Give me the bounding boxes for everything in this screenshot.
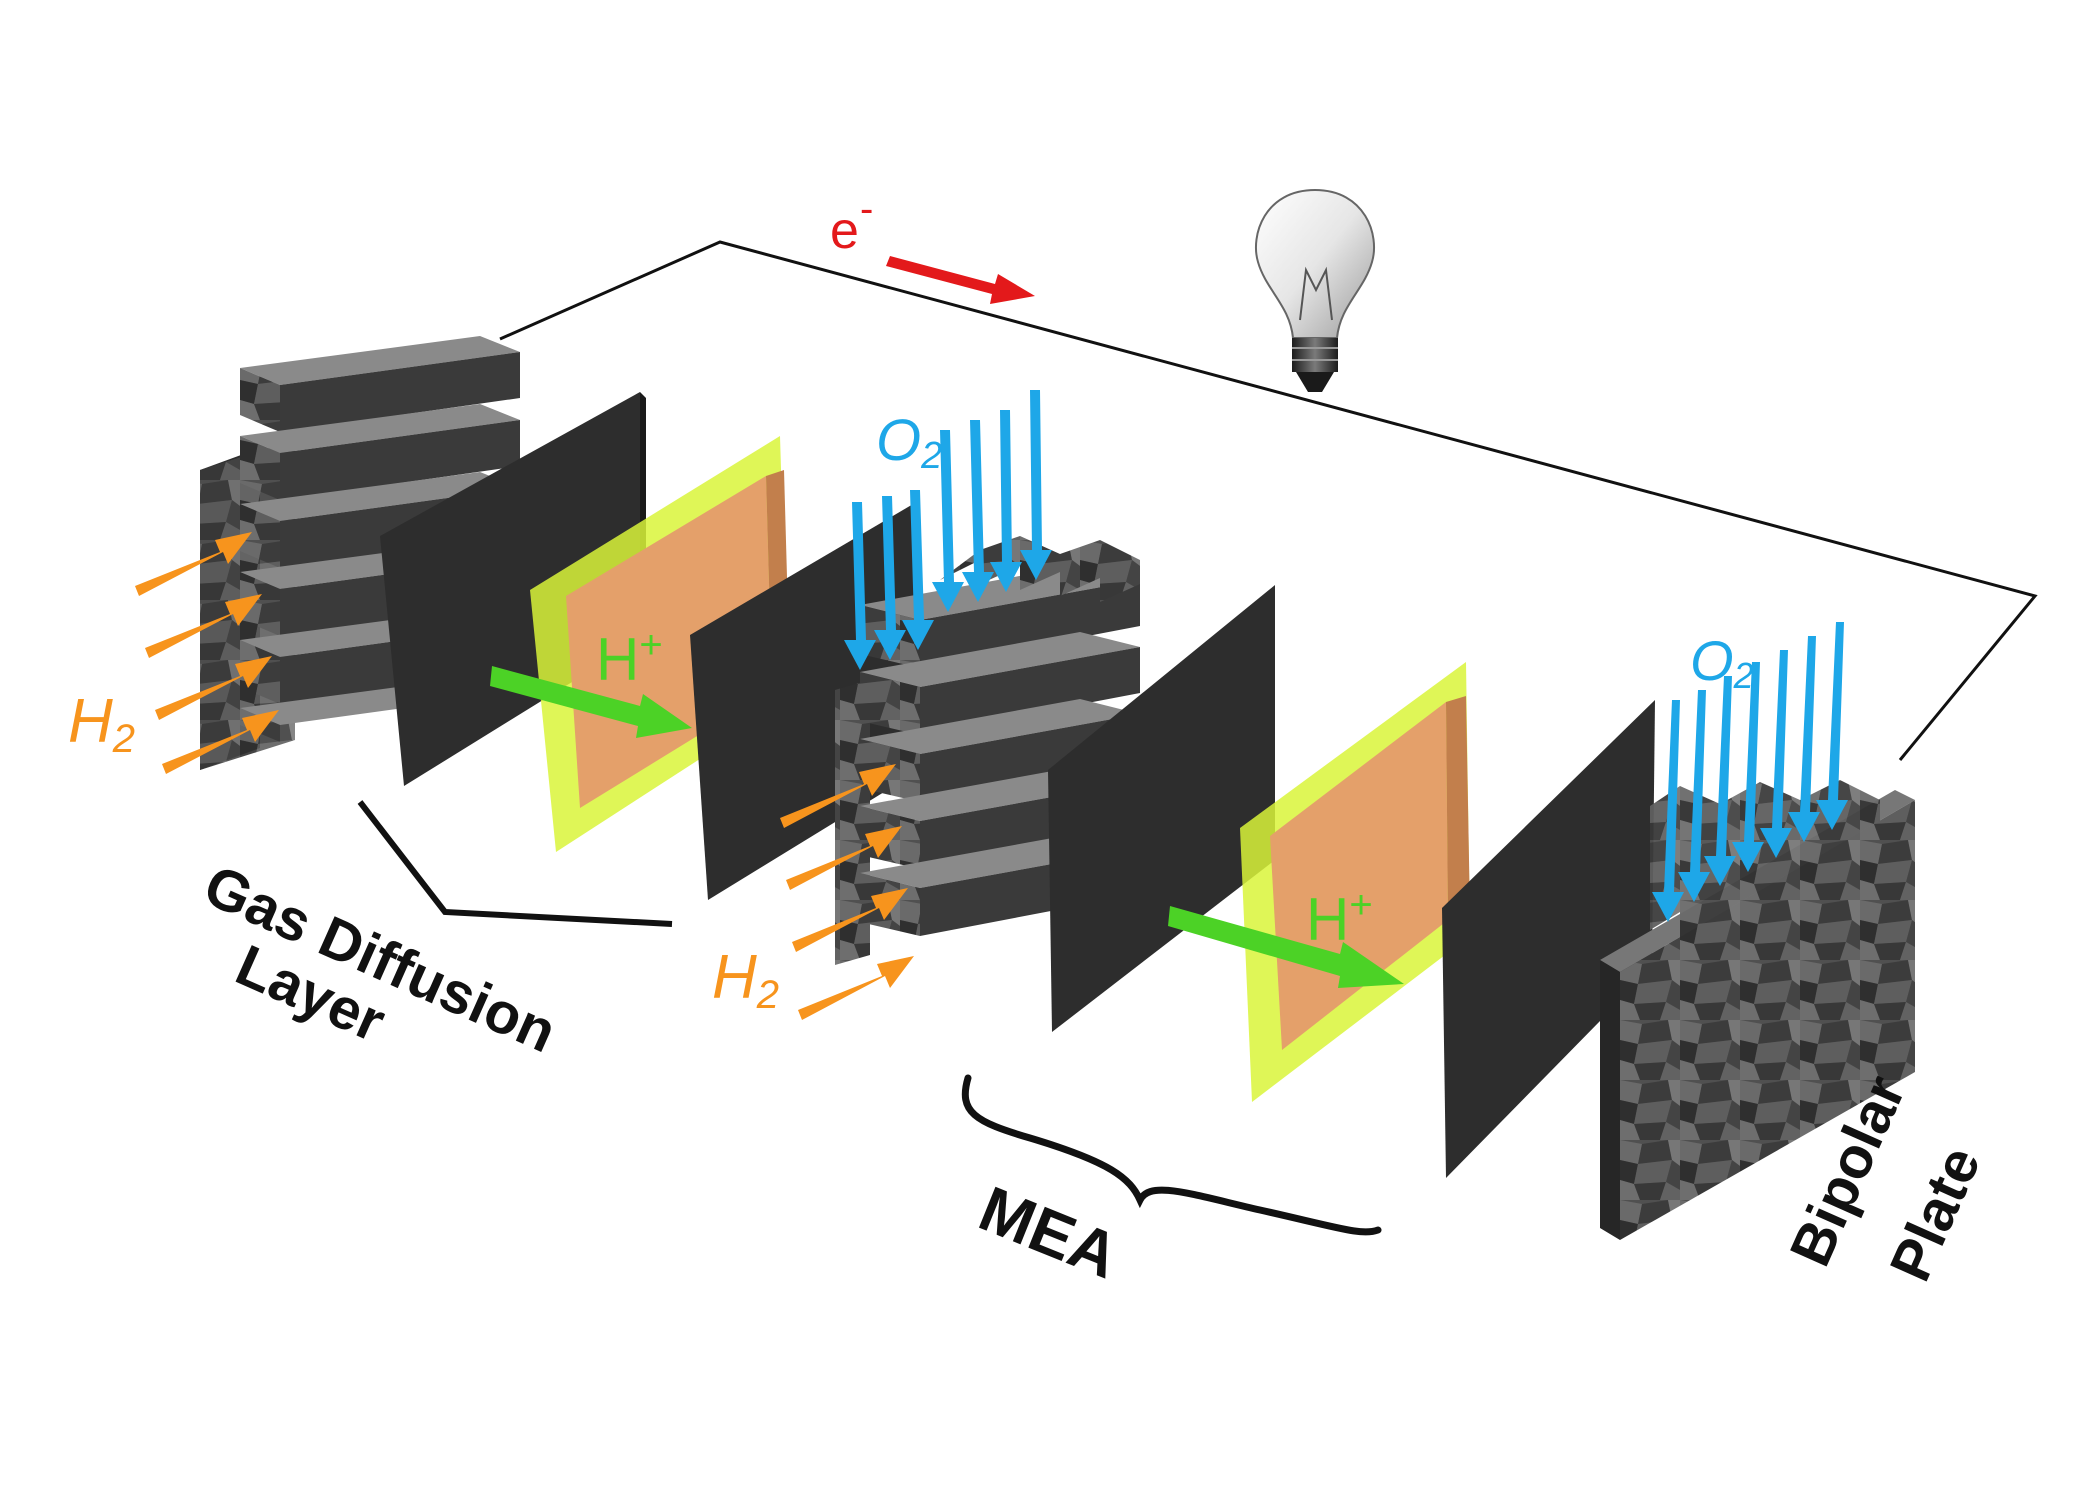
o2-arrow-icon (874, 496, 906, 660)
mea-label: MEA (970, 1172, 1129, 1292)
o2-arrow-icon (1788, 636, 1820, 842)
proton-arrow-icon (1168, 906, 1404, 988)
proton-label-2: H+ (1306, 883, 1373, 953)
proton-flow-2: H+ (1168, 883, 1404, 988)
o2-label-right: O2 (1690, 629, 1754, 696)
circuit-wire (499, 240, 2038, 761)
h2-arrow-icon (786, 826, 902, 890)
o2-arrow-icon (1760, 650, 1792, 858)
gas-diffusion-layer-1 (380, 392, 640, 786)
h2-label-middle: H2 (712, 943, 779, 1017)
channel-ribs-left (240, 336, 520, 742)
o2-arrow-icon (1816, 622, 1848, 830)
electron-label: e (830, 202, 859, 260)
gas-diffusion-layer-3 (1048, 585, 1275, 1032)
electron-flow: e - (830, 187, 1035, 304)
o2-arrow-icon (1020, 390, 1052, 580)
electron-charge: - (860, 187, 873, 231)
h2-arrow-icon (145, 594, 262, 658)
gas-diffusion-layer-label: Gas Diffusion Layer (195, 852, 566, 1065)
o2-arrow-icon (932, 430, 964, 612)
h2-arrow-icon (780, 764, 896, 828)
o2-arrow-icon (990, 410, 1022, 592)
proton-label-1: H+ (596, 623, 663, 693)
o2-arrow-icon (1704, 676, 1736, 886)
o2-arrow-icon (844, 502, 876, 670)
h2-inlet-middle: H2 (712, 764, 914, 1020)
light-bulb-icon (1254, 188, 1376, 392)
h2-arrow-icon (135, 532, 252, 596)
proton-arrow-icon (490, 666, 692, 738)
bipolar-plate-left (200, 336, 520, 770)
channel-ribs-middle (860, 565, 1140, 936)
o2-arrow-icon (1732, 662, 1764, 872)
o2-arrow-icon (902, 490, 934, 650)
bipolar-plate-middle (835, 536, 1140, 965)
o2-arrow-icon (962, 420, 994, 602)
gas-diffusion-layer-4 (1442, 700, 1655, 1178)
svg-text:Plate: Plate (1877, 1137, 1993, 1290)
mea-brace (961, 1074, 1382, 1236)
h2-inlet-left: H2 (68, 532, 279, 774)
o2-arrow-icon (1678, 690, 1710, 902)
gdl-callout-line (357, 800, 673, 927)
h2-arrow-icon (155, 656, 272, 720)
proton-flow-1: H+ (490, 623, 692, 738)
o2-label-middle: O2 (876, 408, 942, 477)
o2-arrow-icon (1652, 700, 1684, 922)
o2-inlet-right: O2 (1652, 622, 1848, 922)
electron-arrow-icon (886, 256, 1035, 304)
h2-arrow-icon (792, 888, 908, 952)
h2-label-left: H2 (68, 687, 135, 761)
bipolar-plate-right (1600, 780, 1915, 1240)
h2-arrow-icon (162, 710, 279, 774)
o2-inlet-middle: O2 (844, 390, 1052, 670)
h2-arrow-icon (798, 956, 914, 1020)
